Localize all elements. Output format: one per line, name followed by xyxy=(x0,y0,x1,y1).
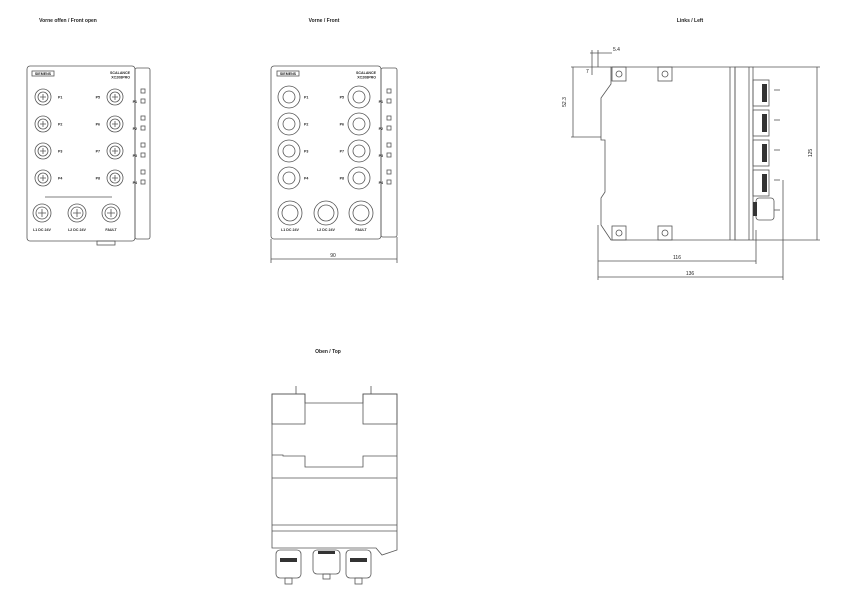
model-label: SCALANCE xyxy=(110,71,131,75)
port-left-2: P2 xyxy=(277,112,308,136)
port-label: P7 xyxy=(96,150,100,154)
port-label: P6 xyxy=(96,123,100,127)
led-label: P2 xyxy=(379,127,383,131)
power-label: FAULT xyxy=(355,228,367,232)
brand-logo: SIEMENS xyxy=(280,72,297,76)
port-label: P4 xyxy=(58,177,62,181)
port-label: P2 xyxy=(58,123,62,127)
power-label: L1 DC 24V xyxy=(281,228,299,232)
front-open-view: SIEMENS SCALANCE XC208PRO xyxy=(26,65,151,246)
led-label: P1 xyxy=(379,100,383,104)
port-right-4: P8 xyxy=(340,166,371,190)
top-view xyxy=(271,386,398,585)
port-left-3: P3 xyxy=(277,139,308,163)
port-label: P8 xyxy=(96,177,100,181)
dimension-136: 136 xyxy=(686,271,695,277)
port-left-1: P1 xyxy=(277,85,308,109)
dimension-5-4: 5.4 xyxy=(613,47,620,53)
power-connector-1: L1 DC 24V xyxy=(32,203,51,232)
led-label: P4 xyxy=(133,181,137,185)
status-led: P1 xyxy=(133,88,146,104)
port-label: P1 xyxy=(58,96,62,100)
port-label: P3 xyxy=(304,150,308,154)
port-label: P4 xyxy=(304,177,308,181)
model-label: XC208PRO xyxy=(111,76,130,80)
dimension-7: 7 xyxy=(586,69,589,75)
dimension-width: 90 xyxy=(330,253,336,259)
power-connector-3: FAULT xyxy=(348,200,374,232)
port-right-1: P5 xyxy=(340,85,371,109)
view-title-front-open: Vorne offen / Front open xyxy=(39,18,97,24)
brand-logo: SIEMENS xyxy=(35,72,52,76)
port-right-1: P5 xyxy=(96,88,124,106)
dimension-height: 125 xyxy=(808,149,814,158)
view-title-top: Oben / Top xyxy=(315,349,341,355)
dimension-116: 116 xyxy=(673,255,681,261)
led-label: P1 xyxy=(133,100,137,104)
power-connector-3: FAULT xyxy=(101,203,121,232)
led-label: P3 xyxy=(379,154,383,158)
model-label: SCALANCE xyxy=(356,71,377,75)
left-view-connectors xyxy=(752,79,780,221)
port-label: P3 xyxy=(58,150,62,154)
status-led: P2 xyxy=(133,115,146,131)
status-led: P1 xyxy=(379,88,392,104)
port-right-2: P6 xyxy=(96,115,124,133)
power-label: L1 DC 24V xyxy=(33,228,51,232)
port-label: P1 xyxy=(304,96,308,100)
status-led: P3 xyxy=(133,142,146,158)
status-led: P3 xyxy=(379,142,392,158)
model-label: XC208PRO xyxy=(357,76,376,80)
port-label: P7 xyxy=(340,150,344,154)
power-connector-1: L1 DC 24V xyxy=(277,200,303,232)
led-label: P2 xyxy=(133,127,137,131)
port-left-2: P2 xyxy=(34,115,62,133)
port-label: P5 xyxy=(340,96,344,100)
power-label: L2 DC 24V xyxy=(68,228,86,232)
power-connector-2: L2 DC 24V xyxy=(313,200,339,232)
led-label: P3 xyxy=(133,154,137,158)
port-left-3: P3 xyxy=(34,142,62,160)
view-title-left: Links / Left xyxy=(677,18,704,24)
port-label: P8 xyxy=(340,177,344,181)
port-left-4: P4 xyxy=(277,166,308,190)
front-view: SIEMENS SCALANCE XC208PRO 90 xyxy=(270,65,398,263)
port-label: P2 xyxy=(304,123,308,127)
dimension-52-3: 52.3 xyxy=(562,97,568,107)
status-led: P4 xyxy=(379,169,392,185)
port-right-4: P8 xyxy=(96,169,124,187)
status-led: P4 xyxy=(133,169,146,185)
port-label: P6 xyxy=(340,123,344,127)
power-label: L2 DC 24V xyxy=(317,228,335,232)
power-label: FAULT xyxy=(105,228,117,232)
port-left-1: P1 xyxy=(34,88,62,106)
left-view: 52.3 5.4 7 125 116 136 xyxy=(562,47,820,280)
led-label: P4 xyxy=(379,181,383,185)
power-connector-2: L2 DC 24V xyxy=(67,203,86,232)
status-led: P2 xyxy=(379,115,392,131)
port-left-4: P4 xyxy=(34,169,62,187)
view-title-front: Vorne / Front xyxy=(309,18,340,24)
port-right-3: P7 xyxy=(340,139,371,163)
port-right-2: P6 xyxy=(340,112,371,136)
port-right-3: P7 xyxy=(96,142,124,160)
port-label: P5 xyxy=(96,96,100,100)
